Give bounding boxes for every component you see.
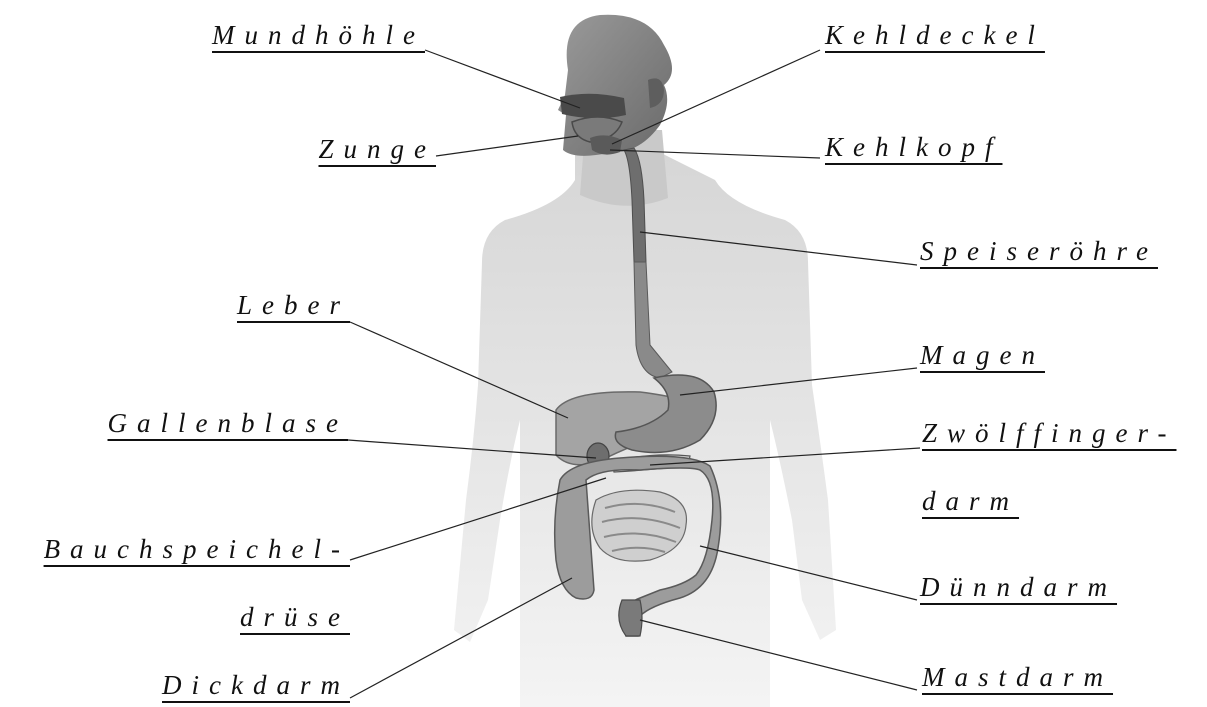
label-kehldeckel: Kehldeckel bbox=[825, 22, 1045, 49]
label-duenndarm: Dünndarm bbox=[920, 574, 1117, 601]
label-kehlkopf: Kehlkopf bbox=[825, 134, 1002, 161]
label-magen: Magen bbox=[920, 342, 1045, 369]
label-leber: Leber bbox=[237, 292, 350, 319]
label-zunge: Zunge bbox=[319, 136, 437, 163]
label-bauchspeichel-2: drüse bbox=[240, 604, 350, 631]
label-zwoelffinger-1: Zwölffinger- bbox=[922, 420, 1176, 447]
label-gallenblase: Gallenblase bbox=[108, 410, 348, 437]
label-zwoelffinger-2: darm bbox=[922, 488, 1019, 515]
label-bauchspeichel-1: Bauchspeichel- bbox=[44, 536, 350, 563]
label-speiseroehre: Speiseröhre bbox=[920, 238, 1158, 265]
label-dickdarm: Dickdarm bbox=[162, 672, 350, 699]
label-mastdarm: Mastdarm bbox=[922, 664, 1113, 691]
label-mundhoehle: Mundhöhle bbox=[212, 22, 425, 49]
rectum bbox=[619, 600, 642, 636]
mouth-cavity bbox=[560, 94, 626, 119]
